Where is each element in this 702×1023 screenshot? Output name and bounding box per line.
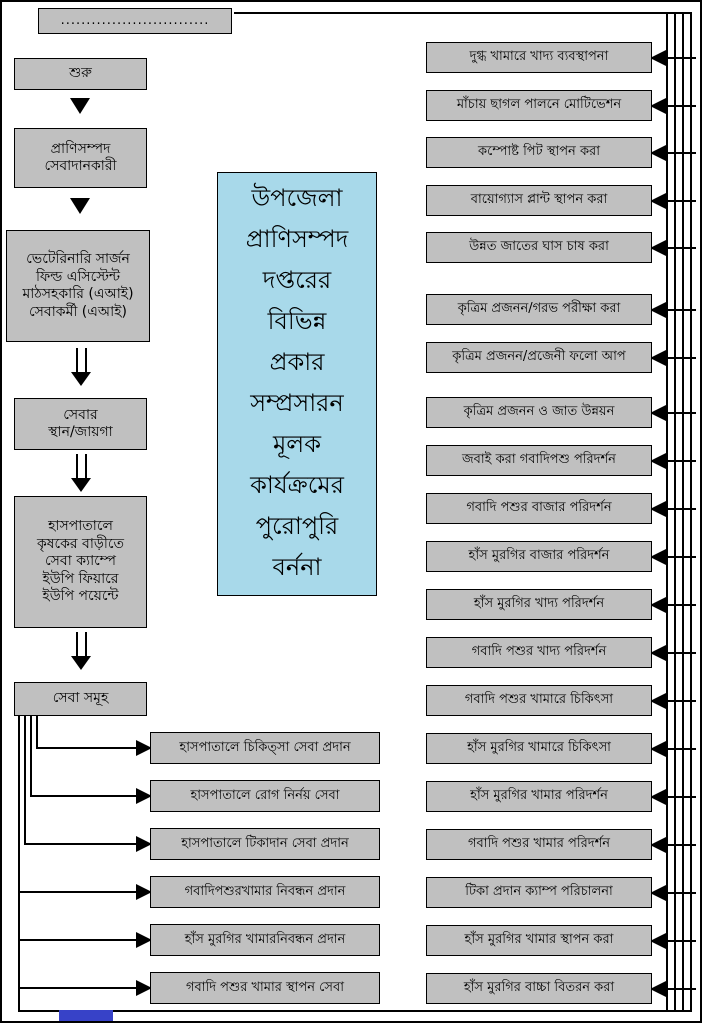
right-connector-arrow xyxy=(650,501,696,517)
center-title-box: উপজেলা প্রাণিসম্পদ দপ্তরের বিভিন্ন প্রকা… xyxy=(217,172,377,596)
right-spine-line xyxy=(682,12,684,1012)
right-spine-line xyxy=(690,12,692,1012)
right-item-box: কম্পোষ্ট পিট স্থাপন করা xyxy=(426,137,652,168)
service-item-box: গবাদিপশুরখামার নিবন্ধন প্রদান xyxy=(150,876,380,908)
right-item-box: হাঁস মুরগির খামার স্থাপন করা xyxy=(426,925,652,956)
right-item-box: উন্নত জাতের ঘাস চাষ করা xyxy=(426,232,652,263)
double-down-arrow-icon xyxy=(68,348,94,386)
right-item-box: গবাদি পশুর খামার পরিদর্শন xyxy=(426,829,652,860)
service-item-box: হাসপাতালে চিকিত্সা সেবা প্রদান xyxy=(150,732,380,764)
left-connector-arrow xyxy=(24,836,152,852)
left-connector-arrow xyxy=(36,740,152,756)
right-item-box: গবাদি পশুর বাজার পরিদর্শন xyxy=(426,493,652,524)
left-connector-arrow xyxy=(18,932,152,948)
right-spine-line xyxy=(666,12,668,1012)
right-connector-arrow xyxy=(650,693,696,709)
double-down-arrow-icon xyxy=(68,454,94,492)
right-item-box: দুগ্ধ খামারে খাদ্য ব্যবস্থাপনা xyxy=(426,42,652,73)
provider-box: প্রাণিসম্পদ সেবাদানকারী xyxy=(14,128,147,188)
right-connector-arrow xyxy=(650,981,696,997)
right-connector-arrow xyxy=(650,645,696,661)
right-connector-arrow xyxy=(650,350,696,366)
left-spine-line xyxy=(24,716,26,845)
right-item-box: হাঁস মুরগির বাচ্চা বিতরন করা xyxy=(426,973,652,1004)
service-place-box: সেবার স্থান/জায়গা xyxy=(14,398,147,450)
left-spine-line xyxy=(18,716,20,1012)
down-arrow-icon xyxy=(70,98,90,114)
right-connector-arrow xyxy=(650,597,696,613)
left-connector-arrow xyxy=(30,788,152,804)
right-item-box: মাঁচায় ছাগল পালনে মোটিভেশন xyxy=(426,90,652,121)
right-item-box: টিকা প্রদান ক্যাম্প পরিচালনা xyxy=(426,877,652,908)
down-arrow-icon xyxy=(70,198,90,214)
right-connector-arrow xyxy=(650,933,696,949)
right-connector-arrow xyxy=(650,405,696,421)
right-item-box: হাঁস মুরগির বাজার পরিদর্শন xyxy=(426,541,652,572)
right-connector-arrow xyxy=(650,98,696,114)
right-item-box: জবাই করা গবাদিপশু পরিদর্শন xyxy=(426,445,652,476)
locations-box: হাসপাতালে কৃষকের বাড়ীতে সেবা ক্যাম্পে ই… xyxy=(14,496,147,628)
dotted-placeholder-box: ............................. xyxy=(38,8,232,34)
service-item-box: গবাদি পশুর খামার স্থাপন সেবা xyxy=(150,972,380,1004)
right-connector-arrow xyxy=(650,193,696,209)
right-item-box: হাঁস মুরগির খামার পরিদর্শন xyxy=(426,781,652,812)
right-connector-arrow xyxy=(650,741,696,757)
start-box: শুরু xyxy=(14,58,147,90)
right-item-box: হাঁস মুরগির খাদ্য পরিদর্শন xyxy=(426,589,652,620)
right-item-box: কৃত্রিম প্রজনন/গরভ পরীক্ষা করা xyxy=(426,294,652,325)
service-item-box: হাসপাতালে টিকাদান সেবা প্রদান xyxy=(150,828,380,860)
left-connector-arrow xyxy=(18,980,152,996)
right-connector-arrow xyxy=(650,240,696,256)
bottom-connector-line xyxy=(18,1010,692,1012)
right-item-box: কৃত্রিম প্রজনন ও জাত উন্নয়ন xyxy=(426,397,652,428)
right-spine-line xyxy=(674,12,676,1012)
right-item-box: হাঁস মুরগির খামারে চিকিৎসা xyxy=(426,733,652,764)
right-connector-arrow xyxy=(650,50,696,66)
right-connector-arrow xyxy=(650,453,696,469)
right-item-box: বায়োগ্যাস প্লান্ট স্থাপন করা xyxy=(426,185,652,216)
service-item-box: হাঁস মুরগির খামারনিবন্ধন প্রদান xyxy=(150,924,380,956)
right-connector-arrow xyxy=(650,302,696,318)
right-connector-arrow xyxy=(650,549,696,565)
right-connector-arrow xyxy=(650,837,696,853)
right-connector-arrow xyxy=(650,885,696,901)
bottom-blue-mark xyxy=(59,1010,113,1021)
right-item-box: কৃত্রিম প্রজনন/প্রজেনী ফলো আপ xyxy=(426,342,652,373)
double-down-arrow-icon xyxy=(68,632,94,670)
right-connector-arrow xyxy=(650,789,696,805)
service-item-box: হাসপাতালে রোগ নির্নয় সেবা xyxy=(150,780,380,812)
left-spine-line xyxy=(30,716,32,797)
top-connector-line xyxy=(234,12,692,14)
right-connector-arrow xyxy=(650,145,696,161)
left-connector-arrow xyxy=(18,884,152,900)
services-header-box: সেবা সমূহ xyxy=(14,682,147,716)
staff-box: ভেটেরিনারি সার্জন ফিল্ড এসিস্টেন্ট মাঠসহ… xyxy=(6,230,150,342)
right-item-box: গবাদি পশুর খাদ্য পরিদর্শন xyxy=(426,637,652,668)
left-spine-line xyxy=(36,716,38,749)
right-item-box: গবাদি পশুর খামারে চিকিৎসা xyxy=(426,685,652,716)
